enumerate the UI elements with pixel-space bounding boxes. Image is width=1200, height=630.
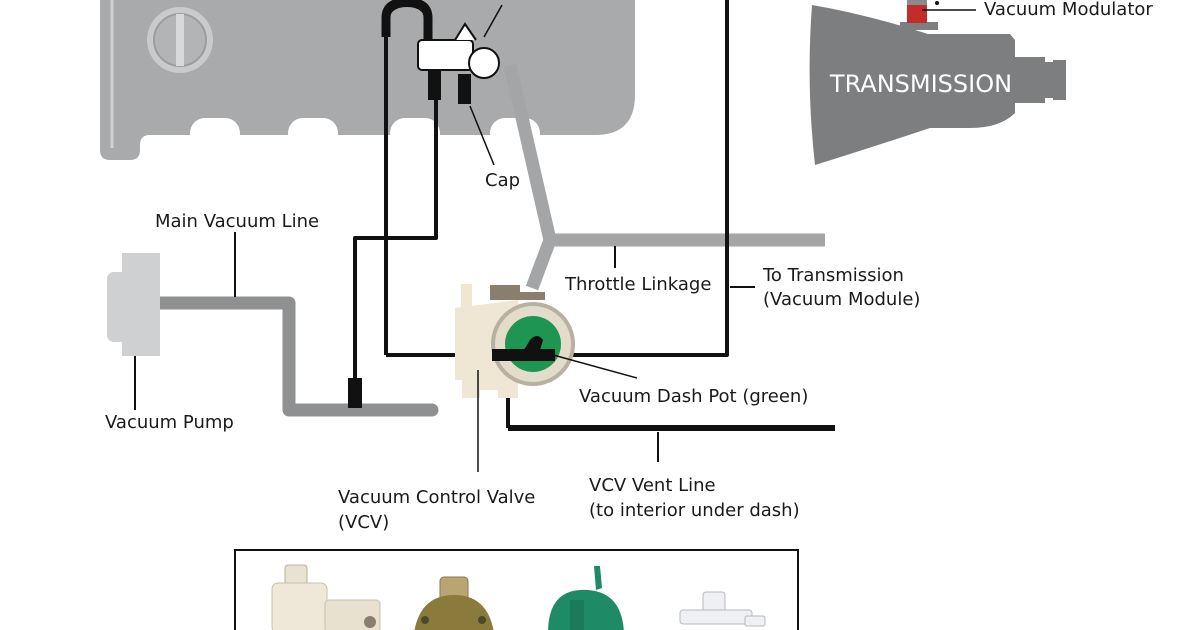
throttle-linkage [503,63,825,291]
vacuum-pump-icon [107,253,160,410]
main-vacuum-line-label: Main Vacuum Line [155,211,319,232]
vcv-label-1: Vacuum Control Valve [338,487,535,508]
vacuum-dash-pot-icon [491,302,575,386]
to-transmission-label-1: To Transmission [762,265,904,286]
oil-cap-icon [147,7,213,73]
vcv-label-2: (VCV) [338,512,389,533]
vacuum-pump-label: Vacuum Pump [105,412,234,433]
throttle-linkage-label: Throttle Linkage [564,274,711,295]
vcv-vent-label-1: VCV Vent Line [589,475,716,496]
vacuum-connector [348,378,362,408]
vacuum-modulator [907,0,976,23]
transmission-label: TRANSMISSION [829,70,1012,98]
vcv-photo-icon [271,564,381,630]
engine-valve-cover [100,0,635,160]
cap-label: Cap [485,170,520,191]
to-transmission-label-2: (Vacuum Module) [763,289,920,310]
vacuum-dash-pot-label: Vacuum Dash Pot (green) [579,386,808,407]
parts-photo-strip [234,549,799,630]
white-tee-fitting-photo-icon [679,591,766,627]
hose-loop [381,0,433,40]
vacuum-tee-fitting [417,4,503,166]
main-vacuum-line [143,296,439,417]
green-dashpot-photo-icon [548,566,624,630]
vcv-vent-label-2: (to interior under dash) [589,500,800,521]
transmission-body: TRANSMISSION [809,5,1066,165]
brass-sensor-photo-icon [414,576,494,630]
vacuum-modulator-label: Vacuum Modulator [984,0,1153,20]
